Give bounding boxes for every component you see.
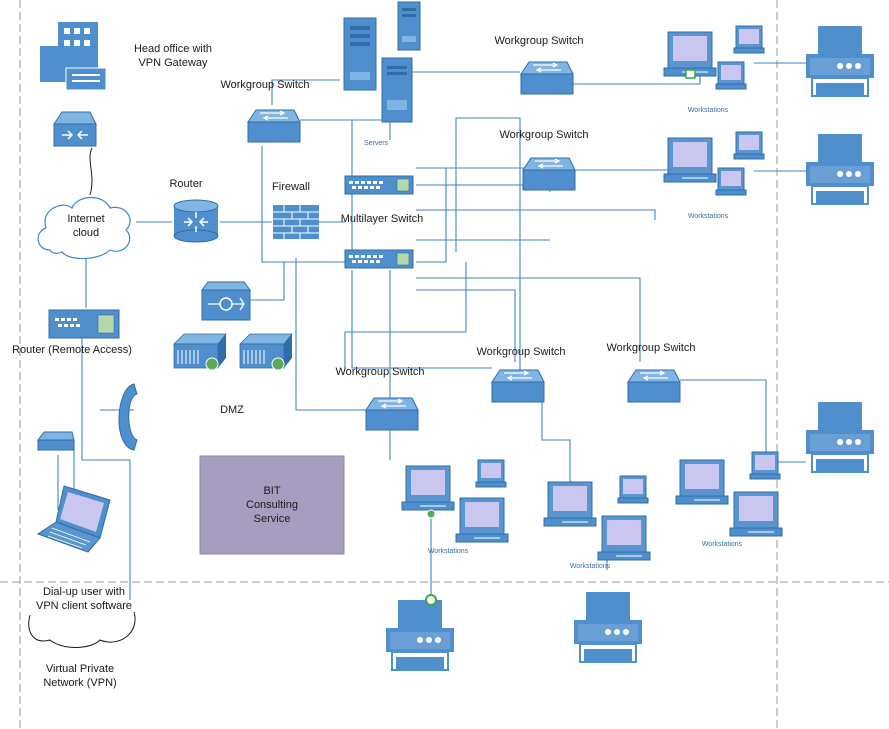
workstations-group-low2	[675, 451, 783, 537]
printer-4-icon	[385, 594, 455, 671]
workstations-label-2: Workstations	[688, 213, 729, 220]
remote-access-router-icon	[48, 309, 120, 339]
workgroup-switch-mid	[522, 157, 576, 191]
printer-3-icon	[805, 401, 875, 473]
workgroup-switch-top	[520, 61, 574, 95]
router-label: Router	[169, 178, 202, 190]
servers-label: Servers	[364, 140, 389, 147]
workstations-group-top	[663, 25, 765, 90]
workgroup-switch-label-2: Workgroup Switch	[494, 35, 583, 47]
bit-box-line1: BIT	[263, 485, 280, 497]
dmz-server-1	[173, 333, 227, 371]
workstations-group-low1	[543, 475, 651, 561]
bit-box-line2: Consulting	[246, 499, 298, 511]
router-remote-access-label: Router (Remote Access)	[12, 344, 132, 356]
workstations-label-5: Workstations	[702, 541, 743, 548]
telephone-icon	[118, 383, 138, 451]
printer-2-icon	[805, 133, 875, 205]
dmz-hub-icon	[201, 281, 251, 321]
firewall-label: Firewall	[272, 181, 310, 193]
server-tower-icon	[343, 1, 421, 123]
modem-icon	[37, 431, 75, 451]
workstations-label-4: Workstations	[570, 563, 611, 570]
workgroup-switch-dmz	[365, 397, 419, 431]
vpn-label-line2: Network (VPN)	[43, 677, 116, 689]
dialup-label-line2: VPN client software	[36, 600, 132, 612]
workgroup-switch-low1	[491, 369, 545, 403]
head-office-building-icon	[40, 22, 107, 91]
workgroup-switch-label-3: Workgroup Switch	[499, 129, 588, 141]
firewall-icon	[273, 205, 319, 239]
router-icon	[173, 199, 219, 243]
workgroup-switch-label-6: Workgroup Switch	[606, 342, 695, 354]
vpn-label: Virtual Private	[46, 663, 114, 675]
dmz-label: DMZ	[220, 404, 244, 416]
workgroup-switch-label-1: Workgroup Switch	[220, 79, 309, 91]
printer-1-icon	[805, 25, 875, 97]
workstations-label-1: Workstations	[688, 107, 729, 114]
bit-consulting-box	[199, 455, 345, 555]
internet-cloud-label: Internet	[67, 213, 104, 225]
workgroup-switch-label-5: Workgroup Switch	[476, 346, 565, 358]
workgroup-switch-low2	[627, 369, 681, 403]
printer-5-icon	[573, 591, 643, 663]
workstations-group-dmz	[401, 459, 509, 543]
bit-box-line3: Service	[254, 513, 291, 525]
multilayer-switch-top	[344, 175, 414, 195]
laptop-icon	[36, 485, 111, 553]
head-office-label-line2: VPN Gateway	[138, 57, 208, 69]
internet-cloud-icon	[37, 196, 131, 260]
dialup-cloud-outline	[28, 611, 136, 648]
dialup-label: Dial-up user with	[43, 586, 125, 598]
workstations-group-mid	[663, 131, 765, 196]
dmz-server-2	[239, 333, 293, 371]
vpn-gateway-icon	[53, 111, 97, 147]
workgroup-switch-head	[247, 109, 301, 143]
head-office-label: Head office with	[134, 43, 212, 55]
workgroup-switch-label-4: Workgroup Switch	[335, 366, 424, 378]
multilayer-switch-bottom	[344, 249, 414, 269]
internet-cloud-label-line2: cloud	[73, 227, 99, 239]
multilayer-switch-label: Multilayer Switch	[341, 213, 424, 225]
connectors	[57, 62, 806, 600]
workstations-label-3: Workstations	[428, 548, 469, 555]
